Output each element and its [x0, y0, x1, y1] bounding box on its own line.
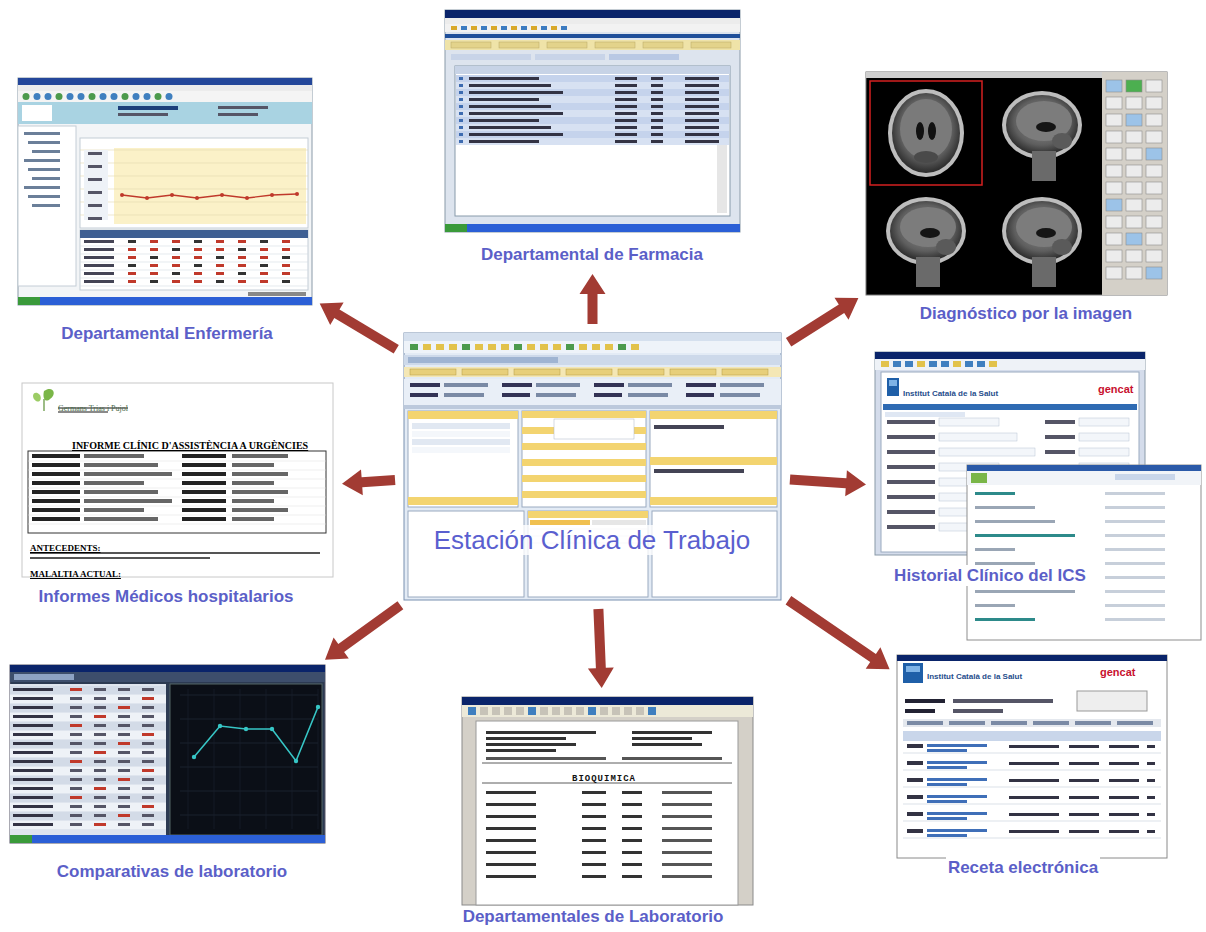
caption-holder: Comparativas de laboratorio [55, 861, 290, 882]
workstation-screen [404, 333, 781, 600]
nursing-screen [18, 78, 312, 305]
center-title: Estación Clínica de Trabajo [430, 525, 755, 555]
prescription-screen [897, 655, 1167, 858]
screenshot-node: Departamental de Farmacia [445, 10, 740, 265]
flow-arrow [786, 596, 890, 669]
report-screen [22, 383, 333, 577]
caption-holder: Departamental Enfermería [59, 323, 275, 344]
screenshot-node: Estación Clínica de Trabajo [404, 333, 781, 600]
lab-compare-screen [10, 665, 325, 843]
lab-report-screen [462, 697, 753, 905]
screenshot-node: Departamental Enfermería [18, 78, 312, 344]
caption-text: Diagnóstico por la imagen [918, 303, 1135, 324]
caption-holder: Historial Clínico del ICS [892, 565, 1088, 586]
caption-holder: Estación Clínica de Trabajo [430, 525, 755, 555]
caption-text: Departamental Enfermería [59, 323, 275, 344]
caption-holder: Departamental de Farmacia [479, 244, 705, 265]
caption-text: Informes Médicos hospitalarios [36, 586, 295, 607]
screenshot-node: Departamentales de Laboratorio [461, 697, 753, 927]
screenshot-node: Historial Clínico del ICS [875, 352, 1201, 640]
caption-holder: Diagnóstico por la imagen [918, 303, 1135, 324]
screenshot-node: Receta electrónica [897, 655, 1167, 878]
caption-text: Departamental de Farmacia [479, 244, 705, 265]
flow-arrow [320, 303, 399, 354]
imaging-screen [866, 72, 1167, 295]
screenshot-node: Comparativas de laboratorio [10, 665, 325, 882]
caption-holder: Departamentales de Laboratorio [461, 906, 726, 927]
screenshot-node: Informes Médicos hospitalarios [22, 383, 333, 607]
flow-arrow [790, 470, 866, 496]
caption-holder: Receta electrónica [946, 857, 1100, 878]
caption-holder: Informes Médicos hospitalarios [36, 586, 295, 607]
history-screen [875, 352, 1201, 640]
caption-text: Historial Clínico del ICS [892, 565, 1088, 586]
flow-arrow [580, 274, 606, 324]
flow-arrow [325, 601, 403, 660]
pharmacy-screen [445, 10, 740, 232]
caption-text: Departamentales de Laboratorio [461, 906, 726, 927]
flow-arrow [786, 298, 859, 347]
caption-text: Comparativas de laboratorio [55, 861, 290, 882]
caption-text: Receta electrónica [946, 857, 1100, 878]
screenshot-node: Diagnóstico por la imagen [866, 72, 1167, 324]
flow-arrow [342, 469, 395, 495]
flow-arrow [588, 609, 614, 688]
